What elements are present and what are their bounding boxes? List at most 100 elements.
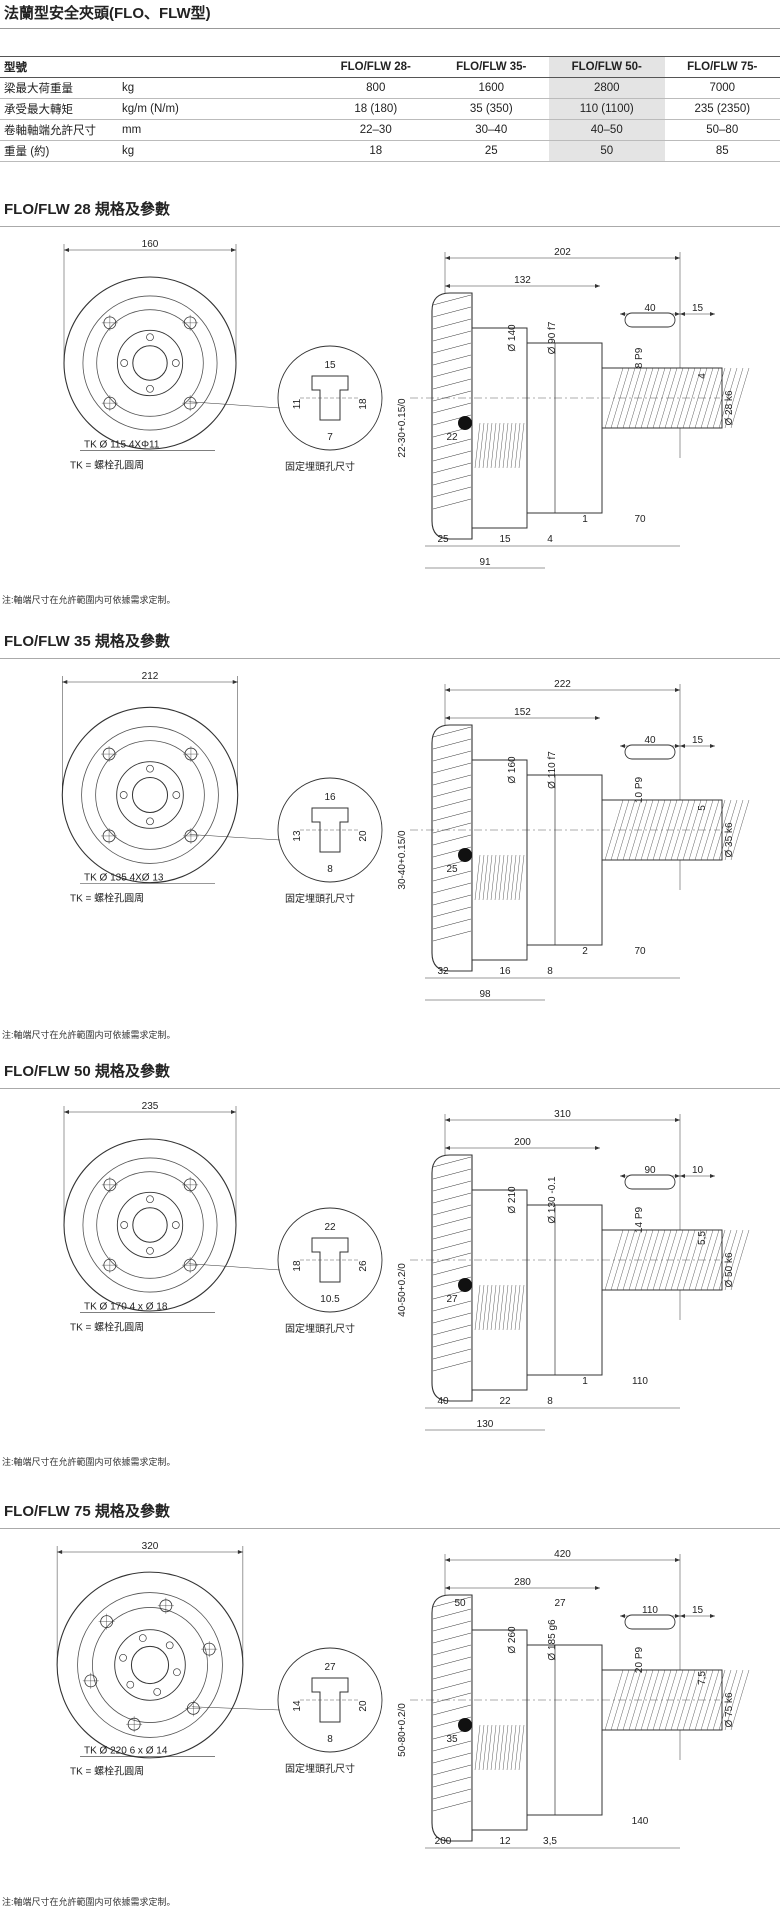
detail-top-dimension: 16 — [324, 792, 336, 803]
drawing-line — [622, 367, 642, 429]
bore — [132, 345, 168, 381]
shaft-end-dimension: 15 — [692, 303, 704, 314]
bottom-dim-c: 4 — [547, 534, 553, 545]
dimension-arrow — [675, 1174, 680, 1178]
spec-row-unit: kg — [118, 77, 318, 99]
drawing-line — [494, 1284, 501, 1331]
spec-row-load: 梁最大荷重量 kg 800 1600 2800 7000 — [0, 77, 780, 99]
bottom-dim-e: 110 — [632, 1376, 648, 1387]
hub-screw — [146, 1246, 154, 1255]
dimension-arrow — [595, 716, 600, 720]
key-label: 20 P9 — [634, 1646, 645, 1673]
drawing-line — [432, 1788, 472, 1800]
dimension-arrow — [620, 744, 625, 748]
drawing-line — [730, 799, 750, 861]
section-title: FLO/FLW 75 規格及參數 — [4, 1503, 170, 1520]
section-note: 注:軸端尺寸在允許範圍内可依據需求定制。 — [2, 1897, 176, 1907]
drawing-line — [730, 1229, 750, 1291]
tk-label: TK Ø 115 4XΦ11 — [84, 439, 160, 450]
tk-legend: TK = 螺栓孔圓周 — [70, 1765, 144, 1778]
detail-circle — [277, 345, 383, 451]
detail-top-dimension: 22 — [324, 1222, 336, 1233]
bottom-dim-d: 1 — [582, 514, 588, 525]
dimension-arrow — [64, 1110, 69, 1114]
drawing-line — [432, 1596, 472, 1608]
flange-section — [431, 1154, 473, 1402]
bottom-dim-b: 15 — [499, 534, 511, 545]
detail-right-dimension: 20 — [358, 830, 369, 842]
drawing-line — [432, 1776, 472, 1788]
drawing-line — [432, 1632, 472, 1644]
drawing-line — [506, 1724, 513, 1771]
dimension-arrow — [675, 1614, 680, 1618]
keyway — [624, 1174, 676, 1190]
detail-left-dimension: 11 — [292, 398, 303, 409]
hub-ring — [114, 1629, 186, 1701]
flange-ring — [77, 1592, 223, 1738]
body-diameter-label: Ø 130 -0.1 — [547, 1176, 558, 1224]
dimension-arrow — [680, 744, 685, 748]
drawing-line — [432, 1608, 472, 1620]
spec-header-75: FLO/FLW 75- — [664, 56, 780, 78]
dimension-arrow — [710, 312, 715, 316]
dimension-arrow — [675, 312, 680, 316]
hub-screw — [119, 1653, 127, 1662]
drawing-line — [188, 401, 281, 409]
drawing-line — [432, 1264, 472, 1276]
bottom-dim-a: 200 — [435, 1836, 452, 1847]
drawing-line — [432, 870, 472, 882]
section-title: FLO/FLW 28 規格及參數 — [4, 201, 170, 218]
inner-depth-label: 35 — [446, 1734, 458, 1745]
dimension-arrow — [675, 744, 680, 748]
drawing-line — [432, 450, 472, 462]
drawing-line — [518, 854, 525, 901]
key-label: 8 P9 — [634, 347, 645, 368]
detail-top-dimension: 27 — [324, 1662, 336, 1673]
section-divider — [0, 1088, 780, 1089]
key-depth-label: 7,5 — [697, 1671, 708, 1685]
drawing-line — [724, 367, 744, 429]
body-diameter-label: Ø 90 f7 — [547, 321, 558, 354]
drawing-line — [432, 1216, 472, 1228]
bore — [131, 776, 169, 814]
drawing-line — [432, 1620, 472, 1632]
section-title: FLO/FLW 50 規格及參數 — [4, 1063, 170, 1080]
drawing-line — [432, 1240, 472, 1252]
bore — [130, 1645, 170, 1685]
dimension-arrow — [231, 1110, 236, 1114]
hub-screw — [126, 1680, 135, 1689]
detail-left-dimension: 18 — [292, 1260, 303, 1272]
dimension-arrow — [680, 1614, 685, 1618]
flange-outline — [63, 276, 237, 450]
drawing-line — [510, 1284, 517, 1331]
drawing-line — [474, 422, 481, 469]
drawing-line — [506, 422, 513, 469]
drawing-line — [502, 1724, 509, 1771]
fix-hole-caption: 固定埋頭孔尺寸 — [285, 892, 355, 905]
drawing-line — [718, 1229, 738, 1291]
dimension-arrow — [680, 1174, 685, 1178]
flange-outline — [56, 1571, 244, 1759]
spec-row-label: 承受最大轉矩 — [0, 98, 118, 120]
drawing-line — [486, 422, 493, 469]
drawing-line — [712, 799, 732, 861]
drawing-line — [432, 1752, 472, 1764]
shaft-diameter-label: Ø 50 k6 — [724, 1252, 735, 1287]
drawing-line — [514, 1284, 521, 1331]
hub-screw — [146, 764, 154, 773]
bottom-dim-b: 16 — [499, 966, 511, 977]
drawing-line — [432, 786, 472, 798]
drawing-line — [474, 1724, 481, 1771]
tk-label: TK Ø 170 4 x Ø 18 — [84, 1301, 168, 1312]
detail-top-dimension: 15 — [324, 360, 336, 371]
tk-legend: TK = 螺栓孔圓周 — [70, 458, 144, 471]
drawing-line — [482, 422, 489, 469]
drawing-line — [494, 854, 501, 901]
body-length-dimension: 152 — [514, 707, 531, 718]
drawing-line — [432, 438, 472, 450]
drawing-line — [474, 1284, 481, 1331]
bore-range-label: 40-50+0.2/0 — [397, 1263, 408, 1317]
drawing-line — [432, 1360, 472, 1372]
